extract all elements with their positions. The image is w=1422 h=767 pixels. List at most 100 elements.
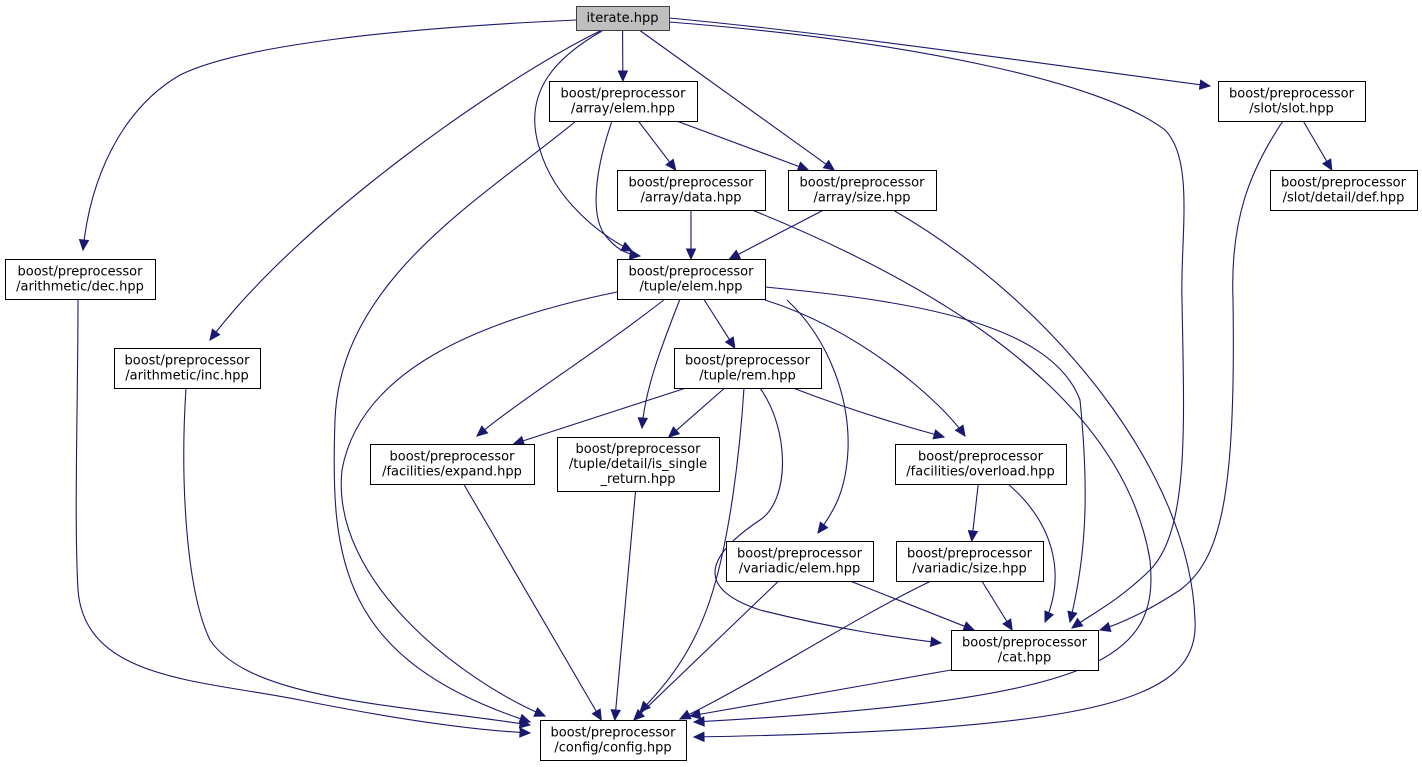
node-box[interactable]	[549, 81, 698, 122]
node-box[interactable]	[726, 541, 874, 582]
node-label: /tuple/rem.hpp	[699, 369, 796, 384]
node-box[interactable]	[788, 170, 937, 211]
arrowhead-icon	[628, 249, 642, 260]
node-label: iterate.hpp	[587, 11, 659, 26]
node-box[interactable]	[617, 170, 766, 211]
node-label: /cat.hpp	[998, 651, 1051, 666]
node-box[interactable]	[896, 541, 1044, 582]
arrowhead-icon	[817, 521, 829, 534]
node-label: /tuple/elem.hpp	[639, 280, 742, 295]
node-label: boost/preprocessor	[907, 547, 1033, 562]
node-label: /arithmetic/inc.hpp	[125, 369, 248, 384]
arrowhead-icon	[932, 429, 946, 440]
node-array-size[interactable]: boost/preprocessor/array/size.hpp	[788, 170, 937, 211]
edge-tuple-elem-to-tuple-rem	[703, 298, 730, 340]
node-array-data[interactable]: boost/preprocessor/array/data.hpp	[617, 170, 766, 211]
edge-fac-overload-to-cat	[1007, 483, 1056, 623]
node-fac-expand[interactable]: boost/preprocessor/facilities/expand.hpp	[370, 444, 535, 485]
node-is-single[interactable]: boost/preprocessor/tuple/detail/is_singl…	[557, 437, 720, 492]
node-label: boost/preprocessor	[561, 87, 687, 102]
edge-tuple-rem-to-fac-expand	[522, 387, 687, 442]
edge-tuple-rem-to-is-single	[675, 387, 726, 431]
node-label: /tuple/detail/is_single	[569, 457, 707, 472]
node-box[interactable]	[557, 437, 720, 492]
node-label: boost/preprocessor	[962, 636, 1088, 651]
node-config[interactable]: boost/preprocessor/config/config.hpp	[540, 720, 687, 761]
node-var-elem[interactable]: boost/preprocessor/variadic/elem.hpp	[726, 541, 874, 582]
node-label: /array/elem.hpp	[571, 102, 675, 117]
arrowhead-icon	[1002, 618, 1013, 632]
arrowhead-icon	[692, 716, 705, 727]
node-box[interactable]	[370, 444, 535, 485]
arrowhead-icon	[1044, 610, 1055, 624]
arrowhead-icon	[962, 621, 976, 632]
node-arith-dec[interactable]: boost/preprocessor/arithmetic/dec.hpp	[5, 259, 156, 300]
arrowhead-icon	[591, 708, 602, 722]
arrowhead-icon	[685, 248, 697, 261]
arrowhead-icon	[209, 328, 221, 341]
node-label: boost/preprocessor	[800, 176, 926, 191]
arrowhead-icon	[78, 239, 90, 252]
arrowhead-icon	[1198, 79, 1212, 90]
node-var-size[interactable]: boost/preprocessor/variadic/size.hpp	[896, 541, 1044, 582]
node-box[interactable]	[1270, 170, 1418, 211]
node-arith-inc[interactable]: boost/preprocessor/arithmetic/inc.hpp	[114, 348, 261, 389]
node-box[interactable]	[1218, 81, 1366, 122]
node-box[interactable]	[951, 630, 1099, 671]
node-box[interactable]	[617, 259, 766, 300]
arrowhead-icon	[637, 417, 649, 430]
node-label: boost/preprocessor	[125, 354, 251, 369]
arrowhead-icon	[512, 435, 526, 446]
node-box[interactable]	[895, 444, 1067, 485]
node-label: boost/preprocessor	[737, 547, 863, 562]
edge-array-elem-to-tuple-elem	[595, 120, 641, 257]
edge-iterate-to-array-size	[638, 29, 827, 165]
edge-iterate-to-arith-inc	[209, 30, 601, 341]
node-label: /slot/detail/def.hpp	[1283, 191, 1405, 206]
arrowhead-icon	[1098, 621, 1112, 633]
node-box[interactable]	[674, 348, 822, 389]
node-label: _return.hpp	[599, 472, 675, 487]
node-label: boost/preprocessor	[685, 354, 811, 369]
node-label: boost/preprocessor	[551, 726, 677, 741]
node-label: boost/preprocessor	[1281, 176, 1407, 191]
node-box[interactable]	[540, 720, 687, 761]
edge-array-elem-to-array-size	[676, 120, 800, 168]
arrowhead-icon	[796, 161, 810, 172]
node-label: /array/size.hpp	[814, 191, 911, 206]
arrowhead-icon	[667, 426, 681, 438]
arrowhead-icon	[724, 336, 736, 350]
edge-slot-slot-to-slot-def	[1302, 120, 1328, 162]
node-array-elem[interactable]: boost/preprocessor/array/elem.hpp	[549, 81, 698, 122]
node-label: boost/preprocessor	[629, 265, 755, 280]
edge-arith-inc-to-config	[183, 387, 531, 726]
edge-tuple-rem-to-fac-overload	[792, 387, 945, 438]
arrowhead-icon	[518, 718, 532, 729]
node-label: boost/preprocessor	[918, 450, 1044, 465]
node-iterate[interactable]: iterate.hpp	[576, 6, 670, 31]
node-fac-overload[interactable]: boost/preprocessor/facilities/overload.h…	[895, 444, 1067, 485]
edge-var-elem-to-cat	[849, 580, 965, 627]
edge-array-data-to-config	[693, 209, 1152, 723]
edge-array-elem-to-config	[333, 120, 577, 723]
edge-tuple-rem-to-config	[639, 387, 745, 713]
node-label: boost/preprocessor	[629, 176, 755, 191]
arrowhead-icon	[617, 70, 629, 83]
node-slot-def[interactable]: boost/preprocessor/slot/detail/def.hpp	[1270, 170, 1418, 211]
arrowhead-icon	[1071, 617, 1084, 629]
edge-var-elem-to-config	[640, 580, 780, 714]
edge-slot-slot-to-cat	[1099, 120, 1284, 631]
node-tuple-rem[interactable]: boost/preprocessor/tuple/rem.hpp	[674, 348, 822, 389]
node-slot-slot[interactable]: boost/preprocessor/slot/slot.hpp	[1218, 81, 1366, 122]
node-tuple-elem[interactable]: boost/preprocessor/tuple/elem.hpp	[617, 259, 766, 300]
node-box[interactable]	[114, 348, 261, 389]
arrowhead-icon	[1067, 610, 1078, 624]
node-box[interactable]	[5, 259, 156, 300]
node-label: /array/data.hpp	[640, 191, 741, 206]
arrowhead-icon	[678, 709, 692, 720]
node-label: /facilities/expand.hpp	[382, 465, 522, 480]
edge-iterate-to-arith-dec	[82, 19, 577, 251]
node-cat[interactable]: boost/preprocessor/cat.hpp	[951, 630, 1099, 671]
node-box[interactable]	[576, 6, 670, 31]
